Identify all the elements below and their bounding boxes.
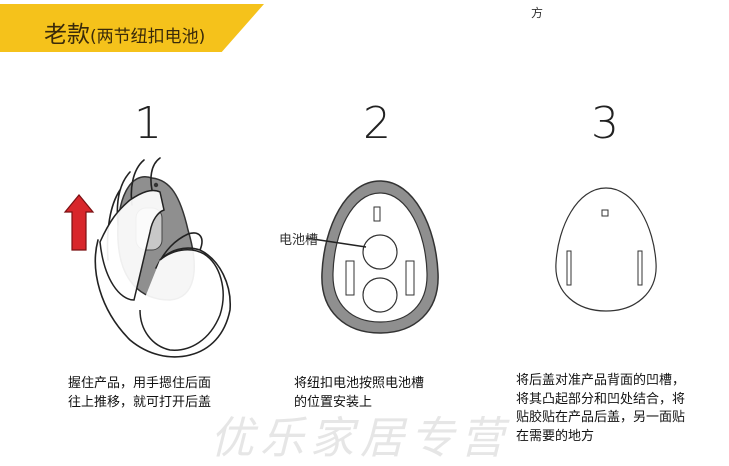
caption-line: 将后盖对准产品背面的凹槽， xyxy=(516,373,686,388)
title-banner xyxy=(0,4,264,52)
caption-line: 握住产品，用手摁住后面 xyxy=(68,376,212,391)
banner-title: 老款(两节纽扣电池) xyxy=(44,15,205,49)
step-2-illustration xyxy=(305,180,439,334)
caption-line: 将纽扣电池按照电池槽 xyxy=(294,376,425,391)
caption-line: 在需要的地方 xyxy=(516,428,595,444)
caption-line: 的位置安装上 xyxy=(294,395,373,410)
top-text-fragment: 方 xyxy=(531,6,544,20)
step-1-caption: 握住产品，用手摁住后面 往上推移，就可打开后盖 xyxy=(68,374,258,412)
hand-outline xyxy=(94,157,231,358)
back-cover-outline xyxy=(555,187,657,312)
step-1-illustration xyxy=(63,157,231,358)
step-1-number: 1 xyxy=(134,98,162,149)
caption-line: 贴胶贴在产品后盖，另一面贴 xyxy=(516,410,686,425)
banner-title-sub: (两节纽扣电池) xyxy=(90,27,206,47)
step-3-number: 3 xyxy=(591,98,619,149)
step-3-illustration xyxy=(555,187,657,312)
caption-line: 往上推移，就可打开后盖 xyxy=(68,395,212,410)
banner-title-main: 老款 xyxy=(44,22,90,48)
step-3-caption: 将后盖对准产品背面的凹槽， 将其凸起部分和凹处结合，将 贴胶贴在产品后盖，另一面… xyxy=(516,372,722,446)
step-2-number: 2 xyxy=(363,98,391,149)
store-watermark: 优乐家居专营 xyxy=(210,413,510,464)
caption-line: 将其凸起部分和凹处结合，将 xyxy=(516,391,686,407)
push-up-arrow-icon xyxy=(63,194,95,251)
battery-slot-label: 电池槽 xyxy=(279,233,319,248)
step-2-caption: 将纽扣电池按照电池槽 的位置安装上 xyxy=(294,374,474,412)
